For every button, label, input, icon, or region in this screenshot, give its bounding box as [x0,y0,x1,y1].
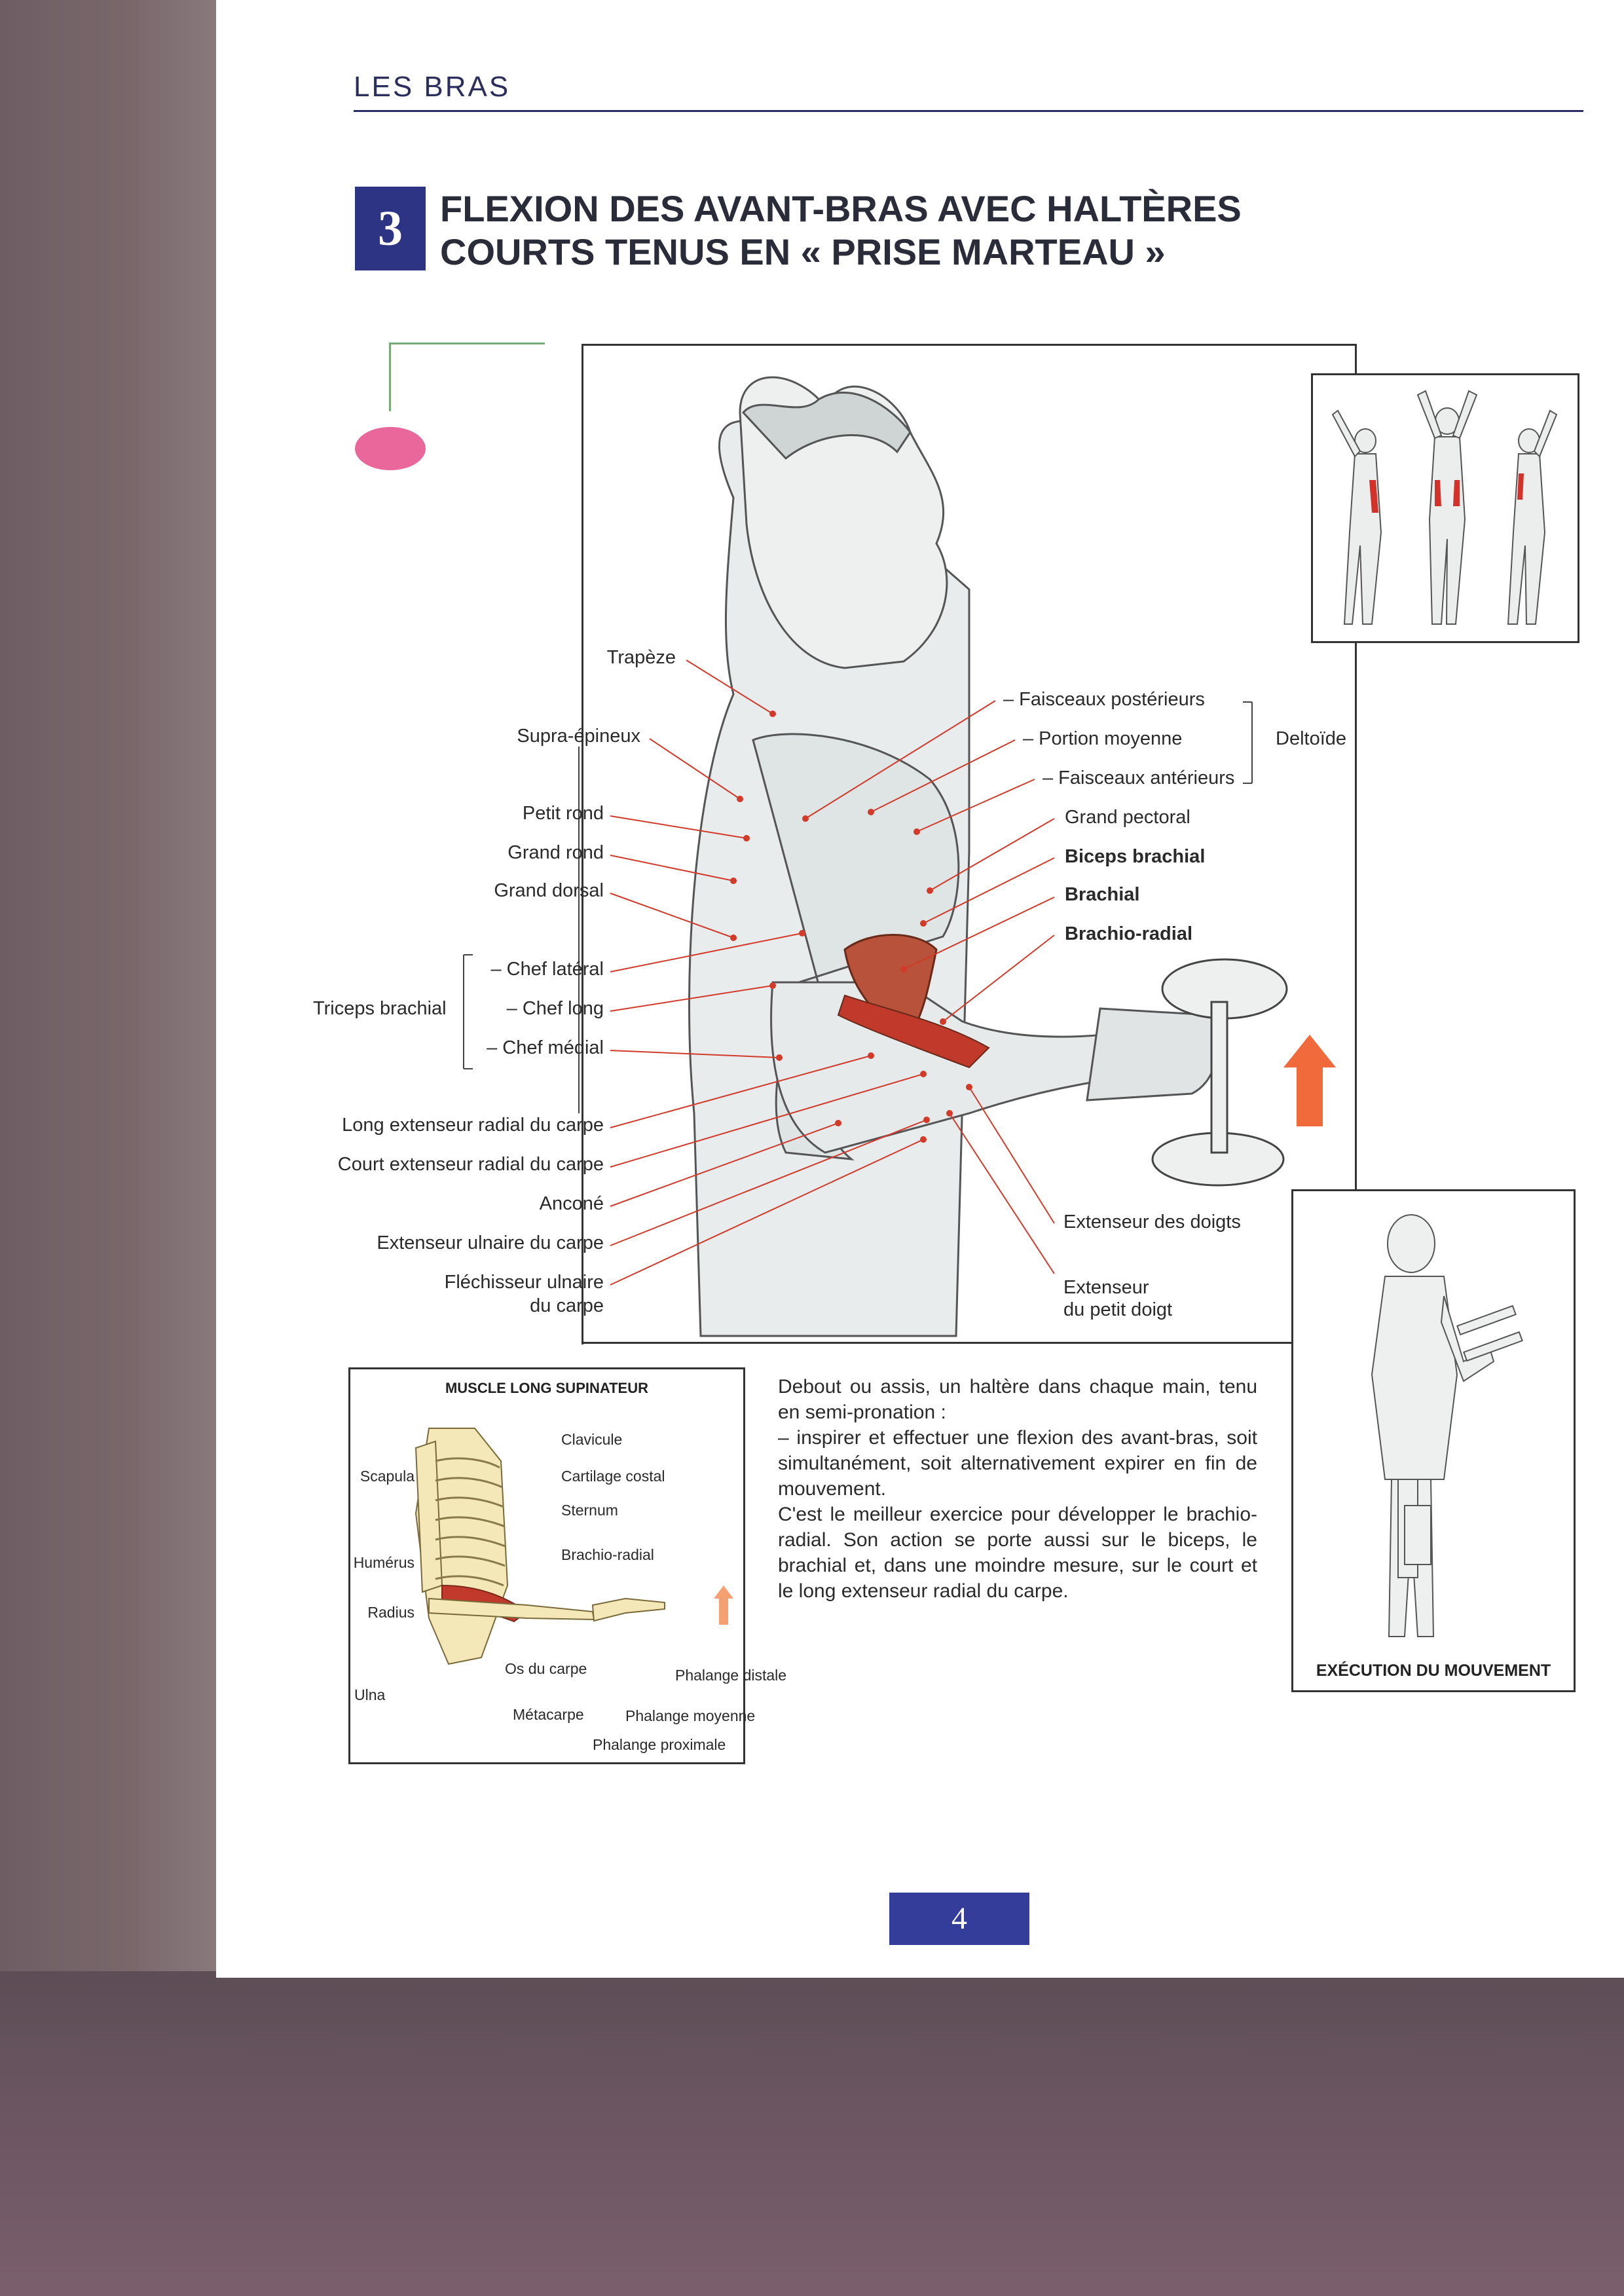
label-grand-dorsal: Grand dorsal [494,880,604,901]
illustration-frame [581,344,1357,1344]
header-rule [354,110,1583,112]
exercise-description: Debout ou assis, un haltère dans chaque … [778,1374,1257,1604]
label-faisceaux-posterieurs: – Faisceaux postérieurs [1003,689,1205,710]
scan-background-bottom [0,1971,1624,2296]
inset-title: MUSCLE LONG SUPINATEUR [445,1380,649,1396]
label-chef-long: – Chef long [506,998,604,1019]
illustration-frame-bottom [581,1342,1302,1344]
inset-label-phalange-proximale: Phalange proximale [593,1736,726,1753]
label-biceps-brachial: Biceps brachial [1065,846,1206,867]
label-triceps-brachial: Triceps brachial [313,998,447,1019]
label-trapeze: Trapèze [606,647,676,668]
scan-background-left [0,0,216,2296]
inset-label-clavicule: Clavicule [561,1431,623,1448]
label-court-extenseur-radial: Court extenseur radial du carpe [337,1154,604,1175]
inset-label-radius: Radius [367,1604,415,1621]
label-long-extenseur-radial: Long extenseur radial du carpe [342,1115,604,1136]
label-grand-pectoral: Grand pectoral [1065,807,1190,828]
label-brachio-radial: Brachio-radial [1065,923,1192,944]
label-flechisseur-ulnaire-1: Fléchisseur ulnaire [444,1272,604,1293]
inset-label-phalange-distale: Phalange distale [675,1667,787,1684]
label-extenseur-ulnaire: Extenseur ulnaire du carpe [377,1232,604,1253]
inset-label-ulna: Ulna [354,1686,386,1703]
page-number: 4 [889,1893,1029,1945]
label-chef-lateral: – Chef latéral [490,959,604,980]
label-faisceaux-anterieurs: – Faisceaux antérieurs [1043,768,1235,788]
deco-line [389,343,391,411]
pink-marker [355,427,426,470]
inset-label-cartilage: Cartilage costal [561,1468,665,1485]
title-line-2: COURTS TENUS EN « PRISE MARTEAU » [440,231,1166,272]
skeleton-drawing [415,1428,733,1665]
inset-label-phalange-moyenne: Phalange moyenne [625,1707,756,1724]
inset-label-scapula: Scapula [360,1468,415,1485]
label-supra-epineux: Supra-épineux [517,726,640,747]
label-flechisseur-ulnaire-2: du carpe [530,1295,604,1316]
label-brachial: Brachial [1065,884,1140,905]
inset-label-os-carpe: Os du carpe [505,1660,587,1677]
inset-label-metacarpe: Métacarpe [513,1706,584,1723]
label-portion-moyenne: – Portion moyenne [1023,728,1183,749]
supinator-inset: MUSCLE LONG SUPINATEUR Clavicule Cartila… [348,1367,786,1764]
section-header: LES BRAS [354,71,511,103]
description-p2: – inspirer et effectuer une flexion des … [778,1427,1257,1500]
exercise-title: FLEXION DES AVANT-BRAS AVEC HALTÈRES COU… [440,187,1357,274]
title-line-1: FLEXION DES AVANT-BRAS AVEC HALTÈRES [440,188,1242,229]
muscle-figures-thumbnail [1311,373,1579,643]
execution-thumbnail: EXÉCUTION DU MOUVEMENT [1291,1189,1576,1692]
label-deltoide: Deltoïde [1276,728,1347,749]
execution-caption: EXÉCUTION DU MOUVEMENT [1316,1661,1551,1680]
label-grand-rond: Grand rond [507,842,604,863]
description-p3: C'est le meilleur exercice pour développ… [778,1504,1257,1602]
muscle-figures-drawing [1331,390,1558,625]
label-extenseur-petit-doigt-1: Extenseur [1063,1277,1149,1298]
inset-label-sternum: Sternum [561,1502,618,1519]
label-ancone: Anconé [539,1193,604,1214]
exercise-number: 3 [355,187,426,270]
execution-figure [1371,1214,1523,1637]
inset-label-humerus: Humérus [353,1554,415,1571]
label-extenseur-doigts: Extenseur des doigts [1063,1212,1241,1232]
label-chef-medial: – Chef médial [487,1037,604,1058]
description-p1: Debout ou assis, un haltère dans chaque … [778,1376,1257,1423]
label-petit-rond: Petit rond [522,803,604,824]
inset-label-brachio-radial: Brachio-radial [561,1546,654,1563]
label-extenseur-petit-doigt-2: du petit doigt [1063,1299,1173,1320]
deco-line [389,343,545,344]
